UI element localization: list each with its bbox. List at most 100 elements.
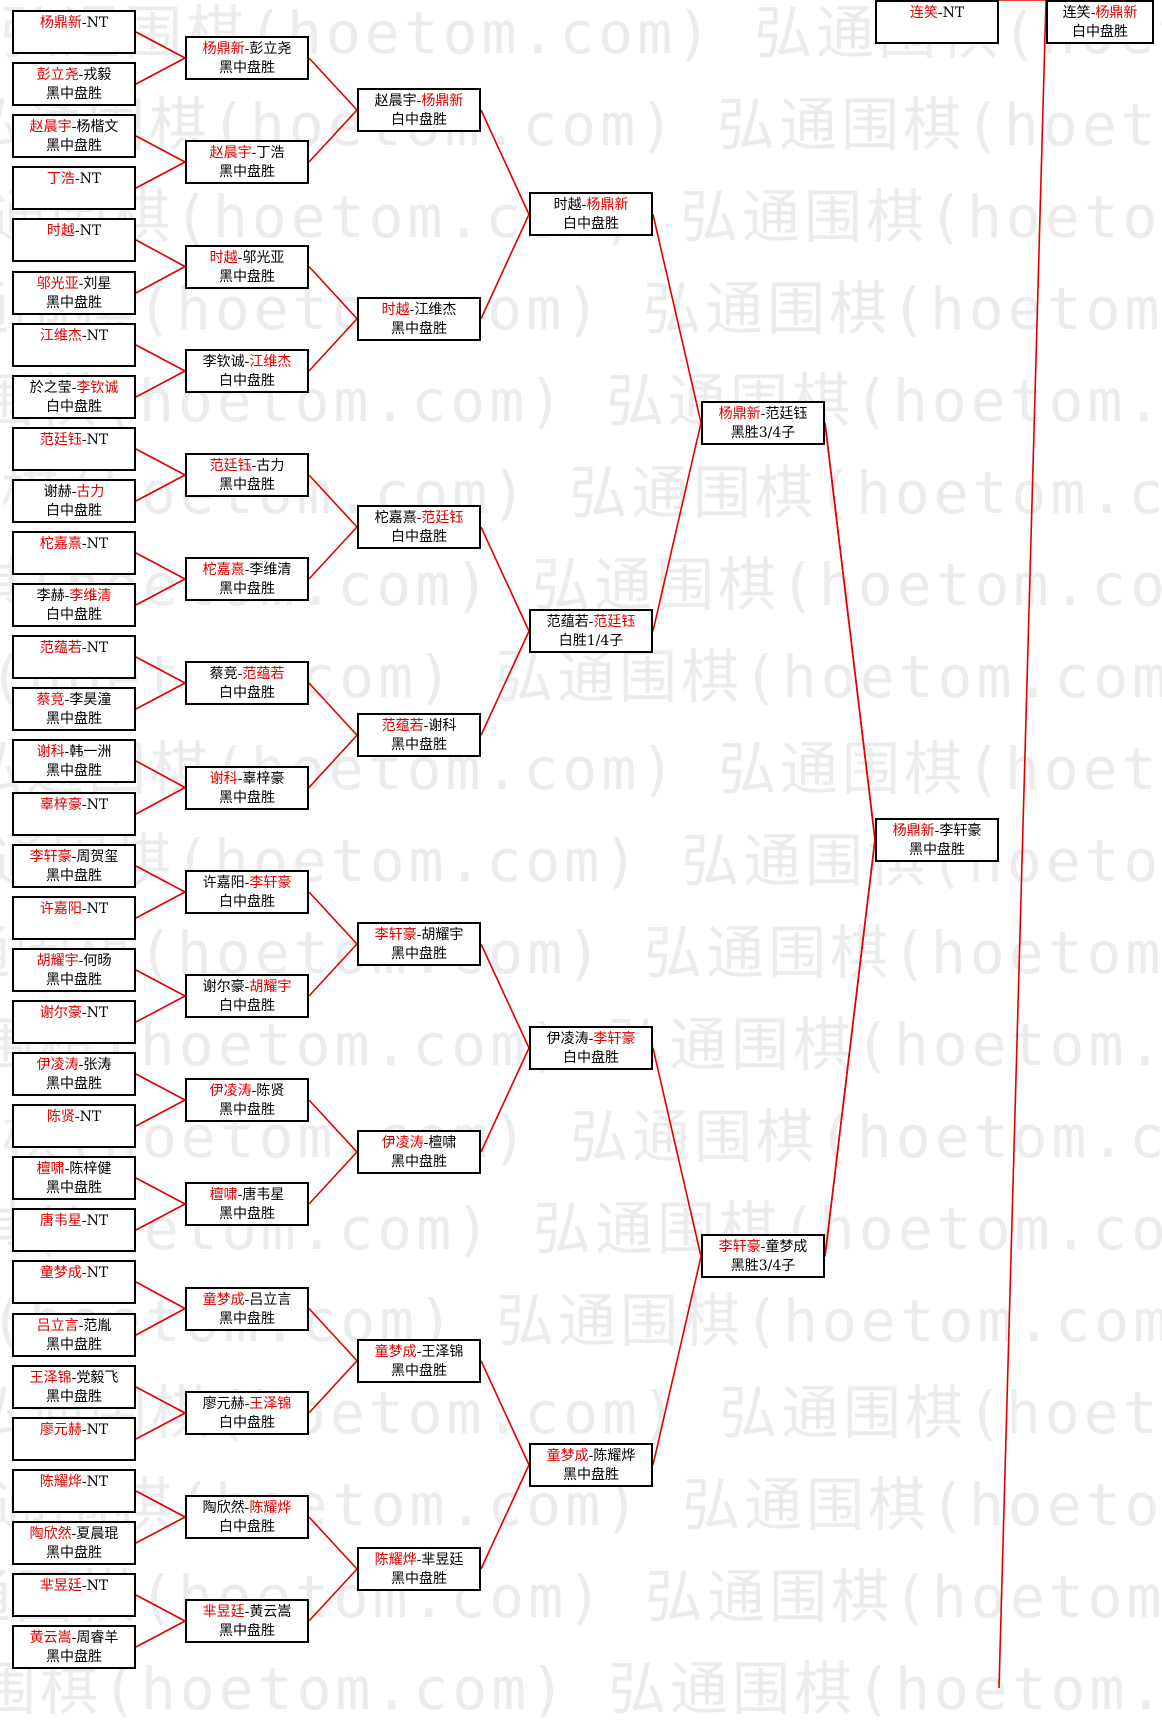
match-box-round1-8: 於之莹-李钦诚白中盘胜 xyxy=(12,375,136,419)
matchup: 丁浩-NT xyxy=(14,170,134,189)
result-label: 黑中盘胜 xyxy=(46,1337,102,1353)
matchup: 李轩豪-童梦成 xyxy=(703,1238,823,1257)
player-white: 谢科 xyxy=(428,718,457,735)
result-label: 白中盘胜 xyxy=(219,1519,275,1535)
player-white: 范廷钰 xyxy=(593,614,636,631)
matchup: 江维杰-NT xyxy=(14,327,134,346)
vs-separator: - xyxy=(78,276,84,292)
matchup: 范廷钰-古力 xyxy=(187,457,307,476)
connector-line xyxy=(135,552,186,580)
connector-line xyxy=(652,1256,702,1466)
player-white: 胡耀宇 xyxy=(249,979,292,995)
connector-line xyxy=(308,1360,358,1414)
connector-line xyxy=(308,474,358,528)
connector-line xyxy=(135,344,186,372)
player-black: 檀啸 xyxy=(36,1161,65,1177)
player-black: 廖元赫 xyxy=(202,1396,245,1412)
matchup: 柁嘉熹-NT xyxy=(14,535,134,554)
player-white: NT xyxy=(86,1474,109,1490)
match-box-round1-11: 柁嘉熹-NT xyxy=(12,531,136,575)
player-white: 唐韦星 xyxy=(242,1187,285,1203)
player-black: 伊凌涛 xyxy=(36,1057,79,1073)
vs-separator: - xyxy=(937,5,943,21)
connector-line xyxy=(135,1073,186,1101)
matchup: 李轩豪-周贺玺 xyxy=(14,848,134,867)
connector-line xyxy=(135,57,186,85)
player-white: 江维杰 xyxy=(414,301,457,318)
matchup: 时越-杨鼎新 xyxy=(531,196,651,215)
connector-line xyxy=(135,1203,186,1231)
player-black: 芈昱廷 xyxy=(39,1578,82,1594)
connector-line xyxy=(135,1386,186,1414)
connector-line xyxy=(480,526,530,632)
player-white: 杨鼎新 xyxy=(586,197,629,214)
connector-line xyxy=(308,1151,358,1205)
vs-separator: - xyxy=(64,1161,70,1177)
player-white: 邬光亚 xyxy=(242,249,285,266)
match-box-round1-22: 陈贤-NT xyxy=(12,1104,136,1148)
match-box-round3-3: 柁嘉熹-范廷钰白中盘胜 xyxy=(357,505,481,549)
player-black: 辜梓豪 xyxy=(39,797,82,813)
matchup: 伊凌涛-陈贤 xyxy=(187,1082,307,1101)
vs-separator: - xyxy=(78,953,84,969)
connector-line xyxy=(135,265,186,294)
match-box-round2-15: 陶欣然-陈耀烨白中盘胜 xyxy=(185,1495,309,1539)
player-white: 范蕴若 xyxy=(242,666,285,682)
player-black: 许嘉阳 xyxy=(202,875,245,891)
vs-separator: - xyxy=(244,562,250,578)
result-label: 黑中盘胜 xyxy=(219,268,275,285)
vs-separator: - xyxy=(934,822,940,839)
vs-separator: - xyxy=(416,93,422,109)
connector-line xyxy=(135,656,186,684)
player-black: 赵晨宇 xyxy=(209,145,252,161)
player-white: 韩一洲 xyxy=(69,744,112,760)
vs-separator: - xyxy=(81,1213,87,1229)
connector-line xyxy=(135,239,186,268)
result-label: 黑中盘胜 xyxy=(391,1571,447,1587)
connector-line xyxy=(308,682,358,736)
player-black: 王泽锦 xyxy=(29,1370,72,1386)
player-white: 李钦诚 xyxy=(76,380,119,396)
player-black: 陈耀烨 xyxy=(39,1474,82,1490)
result-label: 黑中盘胜 xyxy=(219,1310,275,1327)
match-box-round3-8: 陈耀烨-芈昱廷黑中盘胜 xyxy=(357,1547,481,1591)
matchup: 范蕴若-NT xyxy=(14,639,134,658)
player-white: NT xyxy=(86,1422,109,1438)
match-box-round1-29: 陈耀烨-NT xyxy=(12,1469,136,1513)
player-black: 连笑 xyxy=(1062,5,1091,21)
player-black: 时越 xyxy=(381,301,410,318)
connector-line xyxy=(135,1620,186,1648)
player-black: 范蕴若 xyxy=(381,718,424,735)
matchup: 谢赫-古力 xyxy=(14,483,134,502)
result-label: 白中盘胜 xyxy=(219,685,275,701)
player-white: 戎毅 xyxy=(83,67,112,83)
vs-separator: - xyxy=(416,927,422,943)
matchup: 蔡竞-李昊潼 xyxy=(14,691,134,710)
matchup: 时越-邬光亚 xyxy=(187,249,307,268)
matchup: 胡耀宇-何旸 xyxy=(14,952,134,971)
player-black: 邬光亚 xyxy=(36,276,79,292)
vs-separator: - xyxy=(416,1552,422,1568)
vs-separator: - xyxy=(81,432,87,448)
result-label: 白中盘胜 xyxy=(46,503,102,519)
match-box-round1-3: 赵晨宇-杨楷文黑中盘胜 xyxy=(12,114,136,158)
player-white: NT xyxy=(79,1109,102,1125)
vs-separator: - xyxy=(64,744,70,760)
vs-separator: - xyxy=(237,770,243,787)
matchup: 於之莹-李钦诚 xyxy=(14,379,134,398)
match-box-round1-27: 王泽锦-党毅飞黑中盘胜 xyxy=(12,1365,136,1409)
vs-separator: - xyxy=(81,1474,87,1490)
connector-line xyxy=(308,891,358,945)
player-white: NT xyxy=(86,1265,109,1281)
result-label: 黑中盘胜 xyxy=(391,320,447,337)
player-white: 周贺玺 xyxy=(76,849,119,865)
player-white: 古力 xyxy=(256,458,285,474)
connector-line xyxy=(135,474,186,502)
player-black: 杨鼎新 xyxy=(39,15,82,31)
connector-line xyxy=(308,943,358,997)
vs-separator: - xyxy=(409,301,415,318)
vs-separator: - xyxy=(64,692,70,708)
player-white: 丁浩 xyxy=(256,145,285,161)
player-black: 李轩豪 xyxy=(718,1239,761,1256)
vs-separator: - xyxy=(581,197,587,214)
